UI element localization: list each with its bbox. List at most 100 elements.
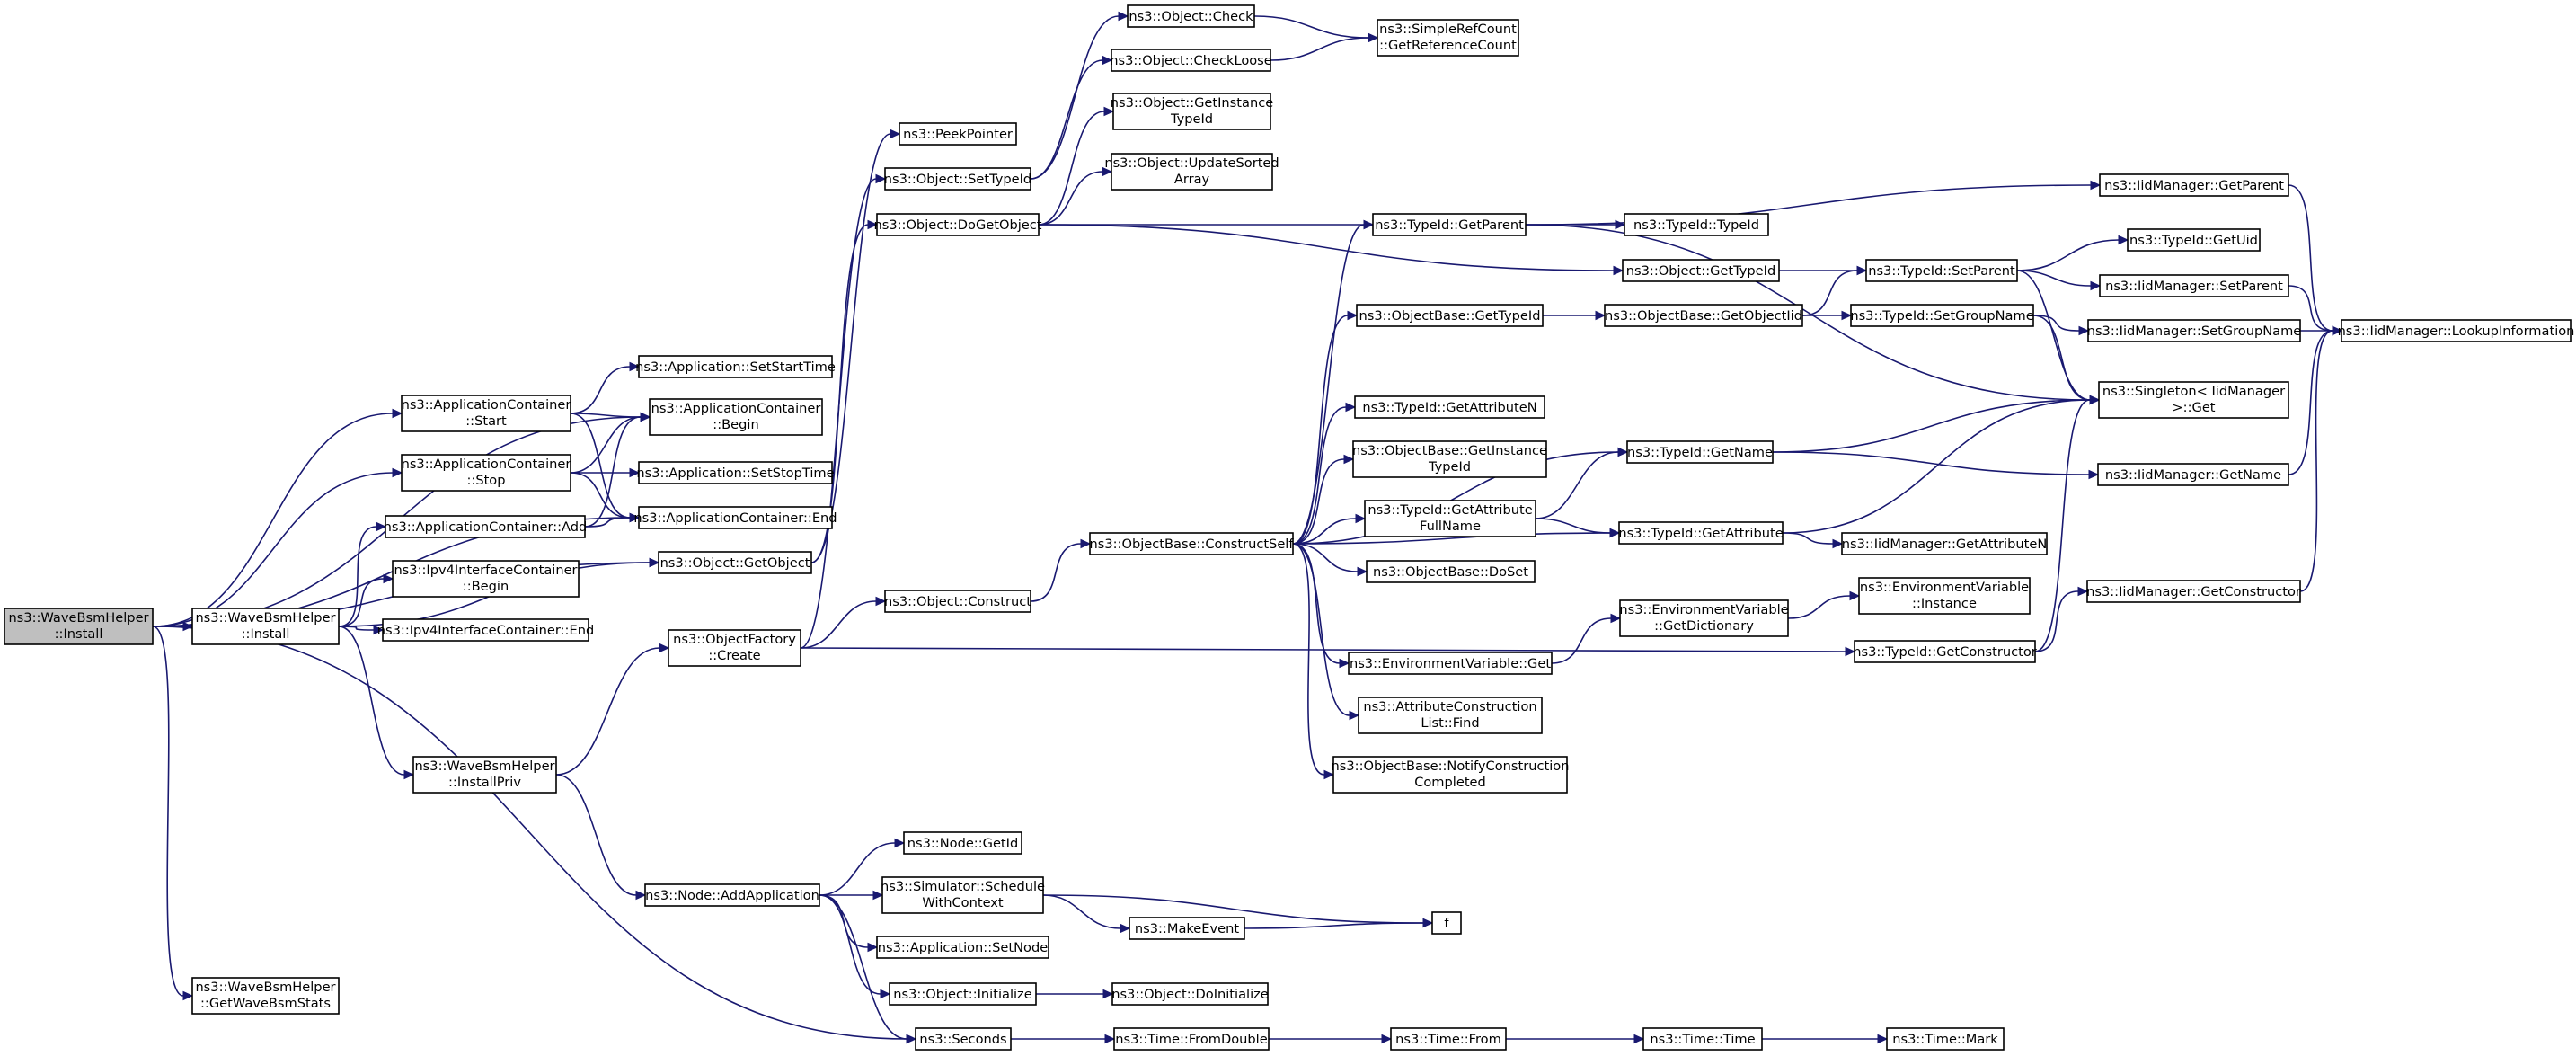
- node-makeevent[interactable]: ns3::MakeEvent: [1129, 917, 1245, 940]
- node-dogetobject[interactable]: ns3::Object::DoGetObject: [873, 213, 1042, 236]
- node-tsetgroup[interactable]: ns3::TypeId::SetGroupName: [1850, 304, 2034, 327]
- node-ofcreate[interactable]: ns3::ObjectFactory::Create: [668, 629, 801, 667]
- node-fromdouble[interactable]: ns3::Time::FromDouble: [1113, 1027, 1270, 1051]
- node-addapp[interactable]: ns3::Node::AddApplication: [644, 883, 820, 907]
- node-label: ::Install: [55, 626, 103, 642]
- node-acbegin[interactable]: ns3::ApplicationContainer::Begin: [649, 398, 823, 436]
- node-lookup[interactable]: ns3::IidManager::LookupInformation: [2338, 319, 2575, 342]
- node-objcheck[interactable]: ns3::Object::Check: [1127, 4, 1255, 28]
- node-refcount[interactable]: ns3::SimpleRefCount::GetReferenceCount: [1377, 19, 1519, 57]
- node-obgettypeid[interactable]: ns3::ObjectBase::GetTypeId: [1356, 304, 1544, 327]
- node-imgetparent[interactable]: ns3::IidManager::GetParent: [2099, 173, 2289, 197]
- node-doset[interactable]: ns3::ObjectBase::DoSet: [1366, 560, 1536, 583]
- node-label: ::Create: [708, 648, 760, 663]
- edge-tsetparent-to-imsetparent: [2016, 270, 2102, 291]
- node-setstart[interactable]: ns3::Application::SetStartTime: [635, 355, 836, 378]
- node-singleton[interactable]: ns3::Singleton< IidManager >::Get: [2098, 381, 2289, 419]
- node-label: ns3::Object::GetObject: [660, 555, 810, 571]
- node-tgetuid[interactable]: ns3::TypeId::GetUid: [2127, 228, 2261, 252]
- node-getstats[interactable]: ns3::WaveBsmHelper::GetWaveBsmStats: [191, 977, 340, 1015]
- edge-wbi2-to-acadd: [338, 521, 387, 627]
- node-tsetparent[interactable]: ns3::TypeId::SetParent: [1865, 259, 2018, 282]
- edge-fromdouble-to-timefrom: [1269, 1034, 1393, 1044]
- node-ttypeid[interactable]: ns3::TypeId::TypeId: [1624, 213, 1769, 236]
- node-tgetparent[interactable]: ns3::TypeId::GetParent: [1372, 213, 1527, 236]
- node-label: ns3::SimpleRefCount: [1379, 22, 1517, 37]
- node-envget[interactable]: ns3::EnvironmentVariable::Get: [1348, 652, 1553, 675]
- node-tgetattr[interactable]: ns3::TypeId::GetAttribute: [1618, 521, 1784, 545]
- node-timemark[interactable]: ns3::Time::Mark: [1886, 1027, 2005, 1051]
- edge-tgetname-to-singleton: [1772, 395, 2101, 453]
- node-tgetname[interactable]: ns3::TypeId::GetName: [1626, 440, 1774, 464]
- node-label: ::InstallPriv: [448, 775, 521, 790]
- node-label: ns3::ObjectBase::GetInstance: [1352, 443, 1547, 458]
- node-label: ns3::Object::DoInitialize: [1111, 987, 1269, 1002]
- node-imsetparent[interactable]: ns3::IidManager::SetParent: [2099, 274, 2289, 297]
- edge-dogetobject-to-getinst: [1038, 106, 1115, 226]
- node-label: ns3::Application::SetNode: [878, 940, 1048, 955]
- node-label: ns3::TypeId::GetUid: [2129, 233, 2258, 248]
- node-label: ns3::Node::AddApplication: [645, 888, 819, 903]
- node-label: ns3::Object::CheckLoose: [1110, 53, 1272, 68]
- node-imgetname[interactable]: ns3::IidManager::GetName: [2097, 463, 2289, 486]
- node-notify[interactable]: ns3::ObjectBase::NotifyConstructionCompl…: [1332, 756, 1570, 794]
- node-objconstruct[interactable]: ns3::Object::Construct: [884, 590, 1031, 613]
- node-imsetgroup[interactable]: ns3::IidManager::SetGroupName: [2087, 319, 2302, 342]
- node-ipvbegin[interactable]: ns3::Ipv4InterfaceContainer::Begin: [392, 560, 580, 598]
- node-timetime[interactable]: ns3::Time::Time: [1642, 1027, 1763, 1051]
- node-label: ns3::Node::GetId: [907, 836, 1018, 851]
- node-f[interactable]: f: [1431, 911, 1462, 935]
- node-label: ns3::ApplicationContainer::End: [633, 510, 837, 526]
- node-installpriv[interactable]: ns3::WaveBsmHelper::InstallPriv: [412, 756, 557, 794]
- node-label: ns3::Time::Mark: [1892, 1032, 1998, 1047]
- node-peek[interactable]: ns3::PeekPointer: [899, 122, 1017, 146]
- node-ipvend[interactable]: ns3::Ipv4InterfaceContainer::End: [377, 618, 594, 642]
- node-label: ns3::ObjectBase::NotifyConstruction: [1332, 759, 1570, 774]
- edge-acadd-to-acbegin: [584, 412, 651, 528]
- node-label: WithContext: [922, 895, 1004, 910]
- node-checkloose[interactable]: ns3::Object::CheckLoose: [1110, 49, 1272, 72]
- edge-addapp-to-seconds: [819, 894, 917, 1044]
- node-label: ns3::Singleton< IidManager: [2102, 384, 2285, 399]
- edge-construct-to-obgettypeid: [1292, 310, 1359, 545]
- node-imgetattrn[interactable]: ns3::IidManager::GetAttributeN: [1841, 532, 2048, 555]
- node-setnode[interactable]: ns3::Application::SetNode: [876, 936, 1049, 959]
- node-settypeid[interactable]: ns3::Object::SetTypeId: [884, 167, 1031, 191]
- edge-wbi2-to-installpriv: [338, 626, 415, 780]
- node-acadd[interactable]: ns3::ApplicationContainer::Add: [384, 515, 588, 538]
- edge-getobject-to-peek: [810, 129, 901, 563]
- node-acstop[interactable]: ns3::ApplicationContainer::Stop: [401, 454, 571, 492]
- node-ogettypeid[interactable]: ns3::Object::GetTypeId: [1622, 259, 1780, 282]
- node-construct[interactable]: ns3::ObjectBase::ConstructSelf: [1089, 532, 1295, 555]
- node-seconds[interactable]: ns3::Seconds: [915, 1027, 1012, 1051]
- node-getattrn[interactable]: ns3::TypeId::GetAttributeN: [1354, 395, 1545, 419]
- node-tgetctor[interactable]: ns3::TypeId::GetConstructor: [1853, 640, 2037, 663]
- node-imgetctor[interactable]: ns3::IidManager::GetConstructor: [2086, 580, 2301, 603]
- node-label: ns3::ObjectBase::ConstructSelf: [1090, 537, 1295, 552]
- node-wbi2[interactable]: ns3::WaveBsmHelper::Install: [191, 608, 340, 645]
- node-envdict[interactable]: ns3::EnvironmentVariable::GetDictionary: [1619, 599, 1789, 637]
- node-acstart[interactable]: ns3::ApplicationContainer::Start: [401, 395, 571, 432]
- node-acend[interactable]: ns3::ApplicationContainer::End: [633, 506, 837, 529]
- edge-imgetctor-to-lookup: [2299, 325, 2343, 592]
- node-getobject[interactable]: ns3::Object::GetObject: [658, 551, 812, 574]
- node-label: Array: [1174, 172, 1210, 187]
- edge-dogetobject-to-updsorted: [1038, 166, 1113, 226]
- node-setstop[interactable]: ns3::Application::SetStopTime: [636, 461, 835, 484]
- node-doinit[interactable]: ns3::Object::DoInitialize: [1111, 982, 1269, 1006]
- edge-seconds-to-fromdouble: [1011, 1034, 1116, 1044]
- edge-tgetparent-to-imgetparent: [1525, 180, 2102, 226]
- node-envinst[interactable]: ns3::EnvironmentVariable::Instance: [1858, 577, 2031, 615]
- node-label: ns3::ApplicationContainer: [651, 401, 821, 416]
- node-getobjectiid[interactable]: ns3::ObjectBase::GetObjectIid: [1604, 304, 1803, 327]
- node-timefrom[interactable]: ns3::Time::From: [1390, 1027, 1507, 1051]
- node-nodegetid[interactable]: ns3::Node::GetId: [903, 831, 1022, 855]
- edge-construct-to-envget: [1292, 543, 1350, 669]
- node-initialize[interactable]: ns3::Object::Initialize: [889, 982, 1037, 1006]
